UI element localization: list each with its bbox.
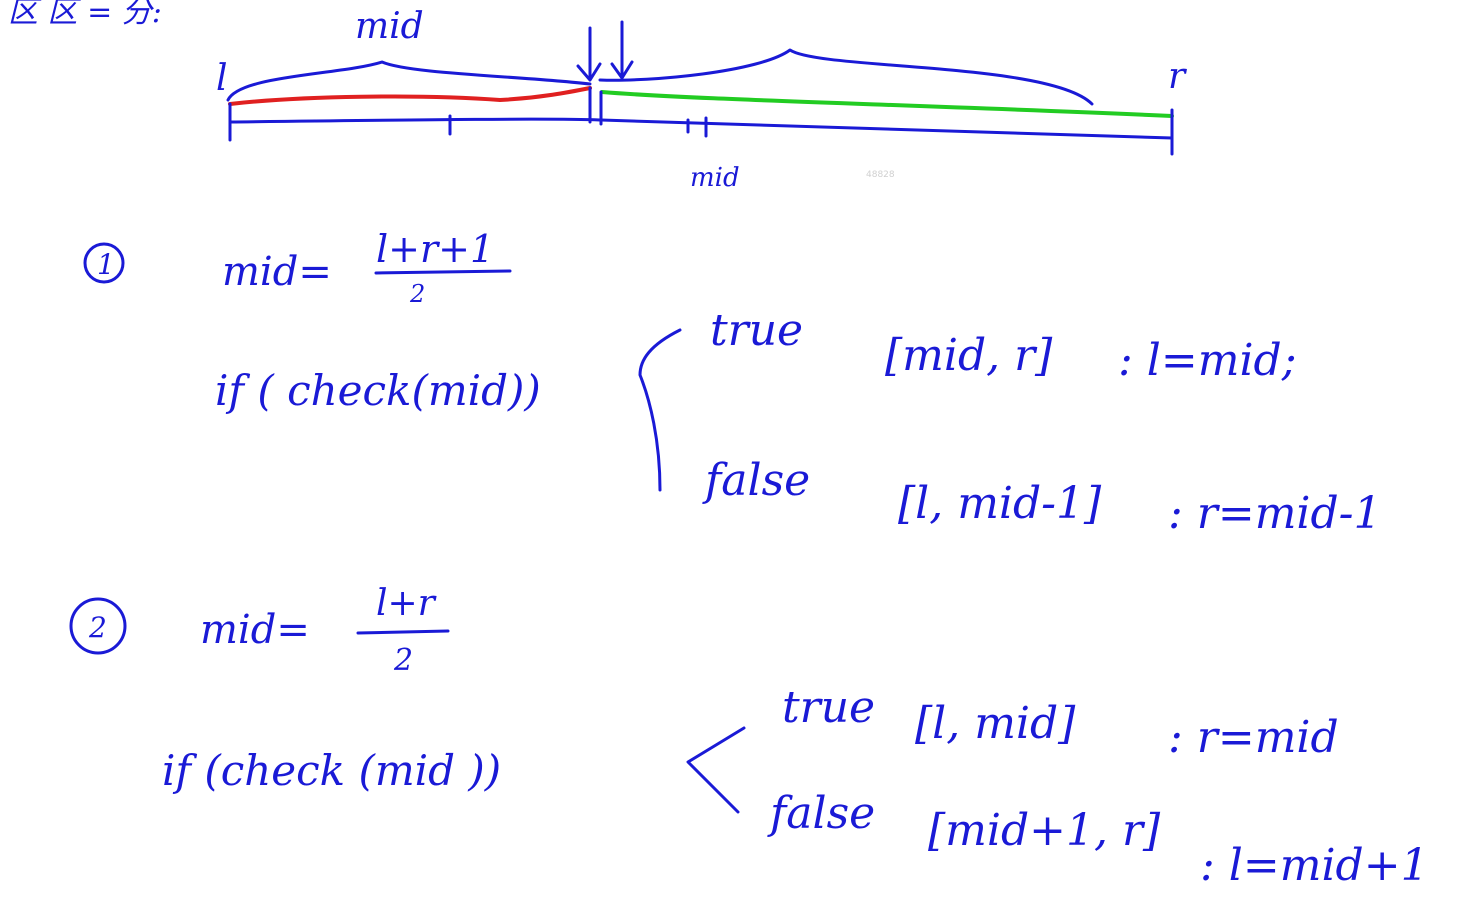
mid-top-label: mid — [355, 6, 424, 47]
header-text: 区 区 = 分: — [8, 0, 162, 30]
case-2-numerator: l+r — [376, 583, 437, 624]
case-2-true-action: : r=mid — [1168, 712, 1339, 763]
case-1-true-word: true — [710, 305, 803, 356]
right-brace — [598, 48, 1094, 106]
case-1: 1 mid= l+r+1 2 if ( check(mid)) true [mi… — [83, 227, 1382, 539]
case-1-denominator: 2 — [409, 280, 425, 308]
case-2-fraction-bar — [356, 629, 450, 635]
mid-bottom-label: mid — [690, 163, 740, 193]
case-1-false-action: : r=mid-1 — [1168, 488, 1382, 539]
number-line-diagram: mid l r mid 48828 — [216, 6, 1187, 193]
down-arrow-right — [610, 20, 634, 80]
case-1-true-action: : l=mid; — [1118, 335, 1297, 386]
down-arrow-left — [576, 26, 602, 82]
case-1-circle — [83, 242, 125, 284]
case-2-angle-bracket — [686, 726, 746, 814]
case-1-false-word: false — [702, 455, 810, 506]
r-label: r — [1168, 56, 1187, 97]
right-segment-green — [600, 90, 1174, 118]
case-2: 2 mid= l+r 2 if (check (mid )) true [l, … — [69, 583, 1429, 891]
case-2-number: 2 — [88, 611, 107, 644]
case-2-mid-lhs: mid= — [200, 607, 310, 653]
watermark: 48828 — [866, 170, 895, 180]
case-1-mid-lhs: mid= — [222, 249, 332, 295]
left-segment-red — [228, 86, 592, 106]
case-1-brace — [638, 328, 682, 492]
case-2-false-word: false — [767, 788, 875, 839]
case-1-fraction-bar — [374, 269, 512, 275]
l-label: l — [216, 58, 228, 99]
case-2-true-range: [l, mid] — [915, 698, 1076, 749]
case-2-if: if (check (mid )) — [162, 746, 501, 795]
case-2-circle — [69, 597, 127, 655]
left-brace — [226, 60, 592, 102]
case-1-true-range: [mid, r] — [885, 330, 1053, 381]
case-2-denominator: 2 — [393, 643, 413, 678]
case-1-number: 1 — [97, 248, 115, 281]
case-2-false-range: [mid+1, r] — [928, 805, 1161, 856]
number-line-base — [228, 117, 1174, 140]
case-1-numerator: l+r+1 — [376, 227, 494, 271]
case-1-false-range: [l, mid-1] — [898, 478, 1102, 529]
case-1-if: if ( check(mid)) — [215, 366, 541, 415]
case-2-false-action: : l=mid+1 — [1200, 840, 1429, 891]
case-2-true-word: true — [782, 682, 875, 733]
